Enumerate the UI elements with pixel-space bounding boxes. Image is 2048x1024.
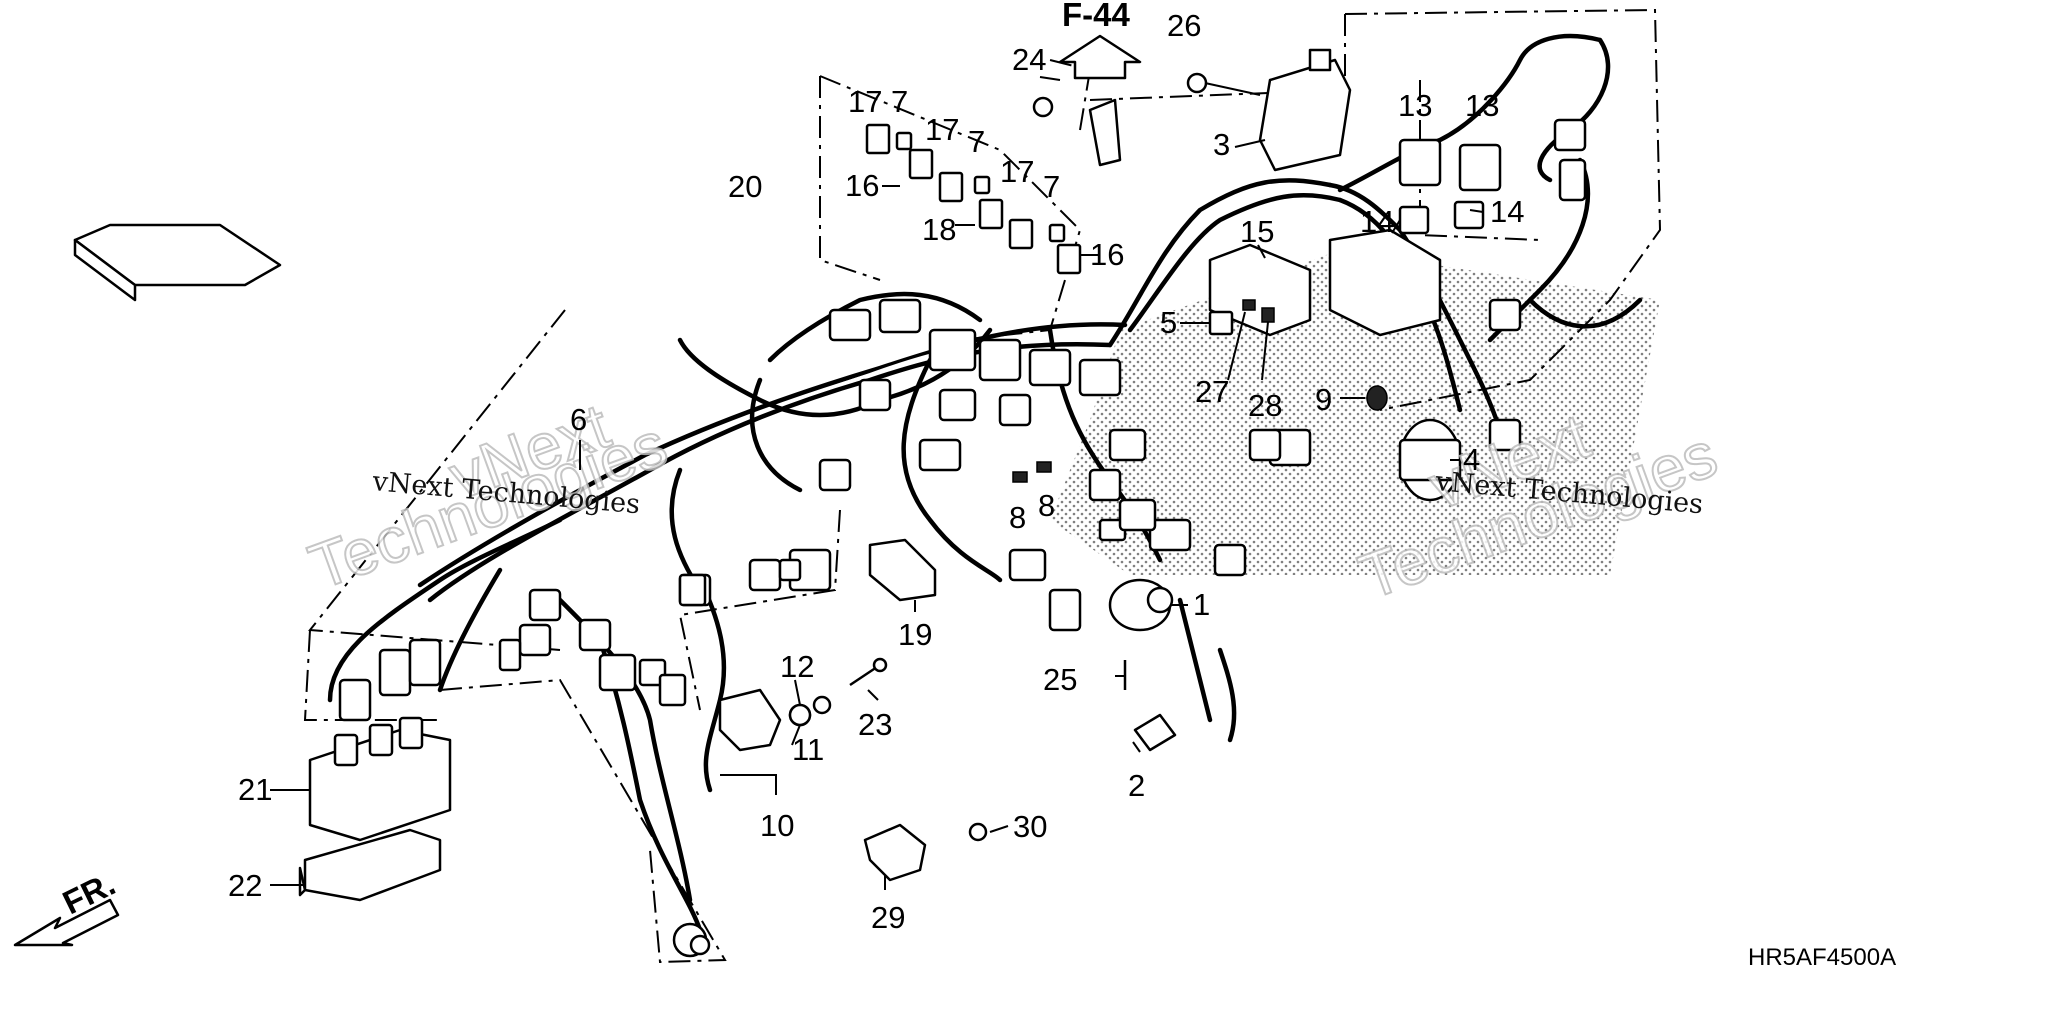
part-29-bracket — [863, 823, 927, 882]
callout-22: 22 — [228, 868, 262, 903]
callout-11: 11 — [792, 732, 824, 767]
callout-16b: 16 — [1090, 237, 1124, 272]
part-14-relays — [1398, 200, 1485, 235]
part-3-ecu — [1258, 48, 1352, 172]
callout-12: 12 — [780, 649, 814, 684]
part-1-ignition-coil — [1108, 578, 1174, 632]
callout-9: 9 — [1315, 382, 1332, 417]
callout-2: 2 — [1128, 768, 1145, 803]
part-13-relays — [1398, 138, 1502, 192]
part-13-fuse-block — [1328, 228, 1442, 337]
callout-19: 19 — [898, 617, 932, 652]
group-outlines — [303, 8, 1662, 964]
callout-3: 3 — [1213, 127, 1230, 162]
callout-7a: 7 — [891, 84, 908, 119]
part-2-plug-cap — [1133, 713, 1177, 752]
part-4-regulator — [1398, 418, 1462, 502]
callout-29: 29 — [871, 900, 905, 935]
part-15-relay-box — [1208, 243, 1312, 337]
callout-30: 30 — [1013, 809, 1047, 844]
callout-26: 26 — [1167, 8, 1201, 43]
part-9-grommet — [1366, 385, 1388, 411]
callout-6: 6 — [570, 402, 587, 437]
callout-17b: 17 — [925, 112, 959, 147]
part-20-fuse-cover — [73, 223, 282, 302]
callout-7b: 7 — [968, 124, 985, 159]
part-23-bolt — [849, 657, 888, 687]
f44-arrow-icon — [1058, 34, 1142, 80]
callout-14b: 14 — [1490, 194, 1524, 229]
leader-lines — [270, 76, 1484, 890]
part-30-bolt — [968, 822, 988, 842]
callout-8a: 8 — [1009, 500, 1026, 535]
callout-15: 15 — [1240, 214, 1274, 249]
callout-17c: 17 — [1000, 154, 1034, 189]
callout-17a: 17 — [848, 84, 882, 119]
callout-5: 5 — [1160, 305, 1177, 340]
callout-8b: 8 — [1038, 488, 1055, 523]
callout-23: 23 — [858, 707, 892, 742]
front-direction-arrow-icon — [13, 898, 120, 947]
callout-14a: 14 — [1360, 204, 1394, 239]
callout-16a: 16 — [845, 168, 879, 203]
part-19-connector — [868, 538, 937, 602]
callout-7c: 7 — [1043, 169, 1060, 204]
callout-1: 1 — [1193, 587, 1210, 622]
part-26-bolt — [1186, 72, 1261, 96]
clips-8 — [1012, 461, 1052, 483]
callout-20: 20 — [728, 169, 762, 204]
callouts: 1 2 3 4 5 6 7 7 7 8 8 9 10 11 12 13 13 1… — [228, 8, 1524, 935]
harness-connectors — [338, 118, 1587, 958]
callout-10: 10 — [760, 808, 794, 843]
callout-13b: 13 — [1465, 88, 1499, 123]
part-5-relay — [1208, 310, 1234, 336]
part-24-bolt — [1032, 96, 1122, 167]
reference-label: F-44 — [1062, 0, 1131, 33]
drawing-code: HR5AF4500A — [1748, 944, 1896, 971]
callout-18: 18 — [922, 212, 956, 247]
callout-21: 21 — [238, 772, 272, 807]
callout-28: 28 — [1248, 388, 1282, 423]
callout-25: 25 — [1043, 662, 1077, 697]
part-21-fuse-box — [308, 716, 452, 842]
callout-27: 27 — [1195, 374, 1229, 409]
part-11-12-sensor-parts — [788, 703, 812, 727]
callout-24: 24 — [1012, 42, 1046, 77]
callout-13a: 13 — [1398, 88, 1432, 123]
part-22-fuse-box-cover — [298, 828, 442, 902]
relay-cluster — [865, 123, 1082, 275]
callout-4: 4 — [1463, 442, 1480, 477]
